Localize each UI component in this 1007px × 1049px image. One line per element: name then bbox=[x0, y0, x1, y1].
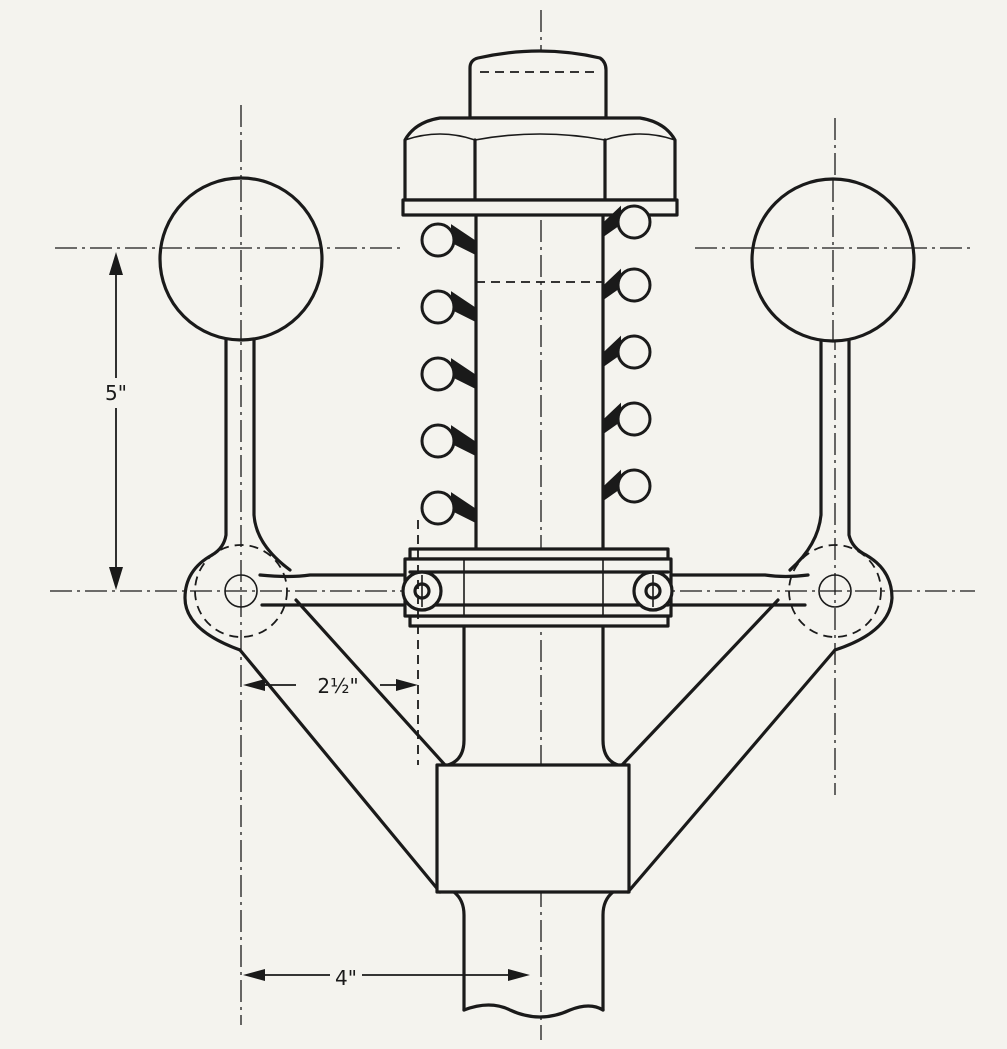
right-bell-crank bbox=[620, 328, 894, 894]
dimension-label-4in: 4" bbox=[335, 966, 357, 990]
spring-left bbox=[420, 222, 477, 526]
hub bbox=[435, 763, 631, 894]
spring-coil bbox=[420, 289, 477, 325]
links bbox=[258, 573, 810, 607]
sleeve-collar bbox=[401, 547, 674, 628]
dimension-label-5in: 5" bbox=[105, 381, 127, 405]
dimension-4in: 4" bbox=[243, 966, 530, 990]
spring-coil bbox=[602, 468, 652, 504]
top-nut bbox=[401, 49, 679, 217]
fly-balls bbox=[158, 176, 916, 343]
spring-coil bbox=[602, 267, 652, 303]
spring-coil bbox=[420, 423, 477, 459]
spring-coil bbox=[420, 222, 477, 258]
dimension-2-5in: 2½" bbox=[243, 520, 419, 765]
dimension-label-2-5in: 2½" bbox=[317, 674, 358, 698]
spring-coil bbox=[602, 401, 652, 437]
spring-coil bbox=[602, 334, 652, 370]
spring-coil bbox=[420, 490, 477, 526]
spring-coil bbox=[420, 356, 477, 392]
dimension-5in: 5" bbox=[100, 252, 132, 590]
left-bell-crank bbox=[183, 328, 447, 894]
spring-right bbox=[602, 204, 652, 504]
spring-coil bbox=[602, 204, 652, 240]
